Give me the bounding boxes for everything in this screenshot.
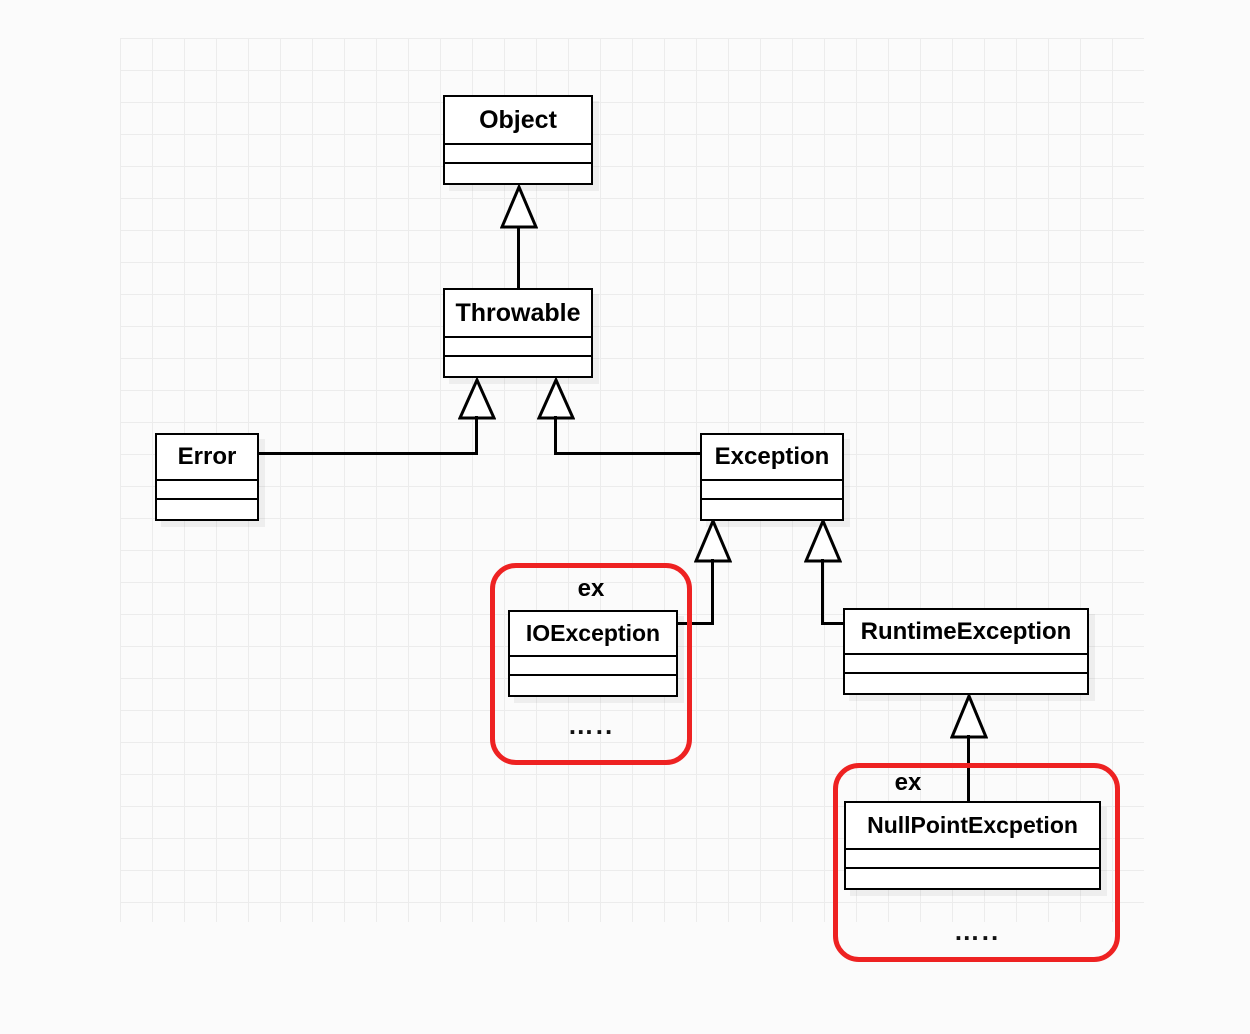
class-title-object: Object bbox=[445, 97, 591, 145]
class-box-throwable[interactable]: Throwable bbox=[443, 288, 593, 378]
class-attributes-object bbox=[445, 145, 591, 164]
class-box-error[interactable]: Error bbox=[155, 433, 259, 521]
generalization-arrow-throwable-to-object bbox=[500, 185, 538, 229]
generalization-arrow-exception-to-throwable bbox=[537, 378, 575, 420]
annotation-label-checked: ex bbox=[577, 575, 605, 602]
class-methods-throwable bbox=[445, 357, 591, 376]
class-title-nullpointexcpetion: NullPointExcpetion bbox=[846, 803, 1099, 850]
generalization-line-runtimeexception-vertical bbox=[821, 559, 824, 625]
class-attributes-nullpointexcpetion bbox=[846, 850, 1099, 869]
class-attributes-runtimeexception bbox=[845, 655, 1087, 674]
generalization-line-exception-vertical bbox=[554, 416, 557, 455]
class-methods-error bbox=[157, 500, 257, 519]
class-attributes-error bbox=[157, 481, 257, 500]
class-box-exception[interactable]: Exception bbox=[700, 433, 844, 521]
class-attributes-exception bbox=[702, 481, 842, 500]
generalization-line-throwable-to-object bbox=[517, 227, 520, 290]
class-methods-ioexception bbox=[510, 676, 676, 695]
generalization-line-nullpointexcpetion-vertical bbox=[967, 735, 970, 808]
class-methods-exception bbox=[702, 500, 842, 519]
class-box-object[interactable]: Object bbox=[443, 95, 593, 185]
class-title-ioexception: IOException bbox=[510, 612, 676, 657]
annotation-ellipsis-unchecked: ….. bbox=[953, 916, 1001, 946]
class-methods-runtimeexception bbox=[845, 674, 1087, 693]
generalization-line-error-horizontal bbox=[257, 452, 478, 455]
generalization-line-exception-horizontal bbox=[554, 452, 702, 455]
annotation-label-unchecked: ex bbox=[894, 769, 922, 796]
class-attributes-ioexception bbox=[510, 657, 676, 676]
class-methods-nullpointexcpetion bbox=[846, 869, 1099, 888]
annotation-ellipsis-checked: ….. bbox=[567, 710, 615, 740]
generalization-line-ioexception-horizontal bbox=[677, 622, 714, 625]
class-title-runtimeexception: RuntimeException bbox=[845, 610, 1087, 655]
generalization-arrow-nullpointexcpetion-to-runtimeexception bbox=[950, 694, 988, 739]
class-box-nullpointexcpetion[interactable]: NullPointExcpetion bbox=[844, 801, 1101, 890]
class-title-throwable: Throwable bbox=[445, 290, 591, 338]
generalization-arrow-error-to-throwable bbox=[458, 378, 496, 420]
generalization-arrow-ioexception-to-exception bbox=[694, 519, 732, 563]
generalization-arrow-runtimeexception-to-exception bbox=[804, 519, 842, 563]
class-title-error: Error bbox=[157, 435, 257, 481]
annotation-group-unchecked[interactable] bbox=[833, 763, 1120, 962]
generalization-line-ioexception-vertical bbox=[711, 559, 714, 625]
class-methods-object bbox=[445, 164, 591, 183]
generalization-line-error-vertical bbox=[475, 416, 478, 455]
class-attributes-throwable bbox=[445, 338, 591, 357]
annotation-group-checked[interactable] bbox=[490, 563, 692, 765]
class-title-exception: Exception bbox=[702, 435, 842, 481]
generalization-line-runtimeexception-horizontal bbox=[821, 622, 847, 625]
background-grid bbox=[120, 38, 1144, 922]
class-box-runtimeexception[interactable]: RuntimeException bbox=[843, 608, 1089, 695]
class-box-ioexception[interactable]: IOException bbox=[508, 610, 678, 697]
